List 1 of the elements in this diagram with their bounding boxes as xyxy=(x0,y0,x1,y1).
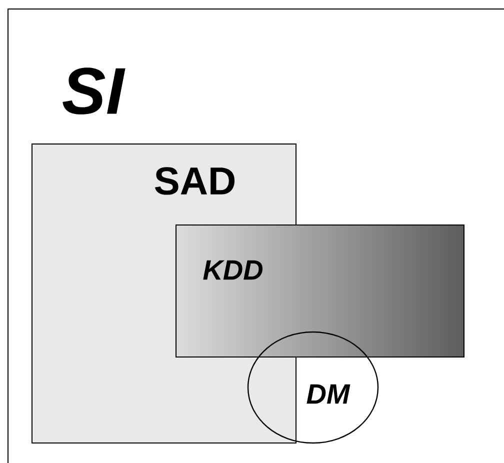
gradient-box: KDD xyxy=(176,224,464,358)
